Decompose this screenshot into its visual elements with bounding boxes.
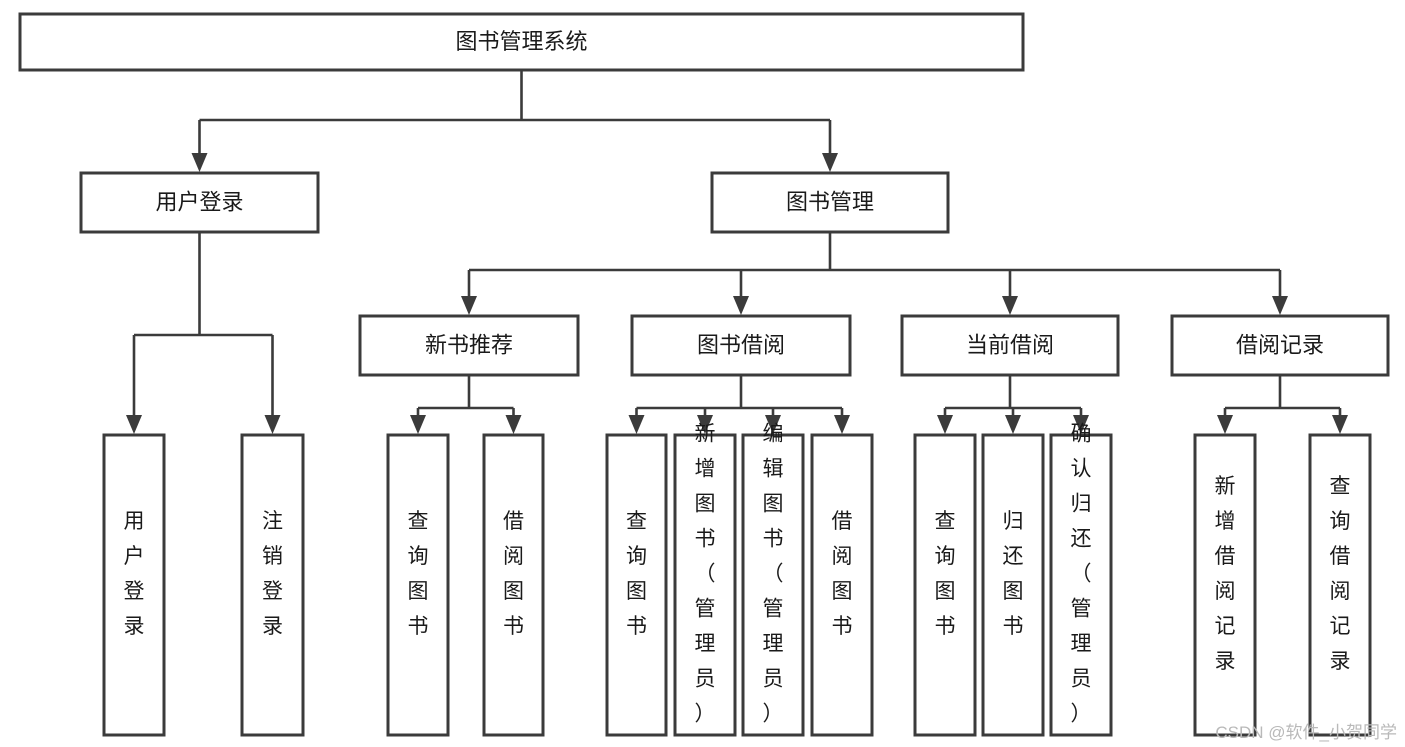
node-leaf_11[interactable]: 新增借阅记录 bbox=[1193, 433, 1257, 737]
node-leaf_9[interactable]: 归还图书 bbox=[981, 433, 1045, 737]
node-leaf_2[interactable]: 查询图书 bbox=[386, 433, 450, 737]
node-box[interactable] bbox=[741, 433, 805, 737]
node-label: 归还图书 bbox=[1003, 510, 1024, 638]
arrow-head-icon bbox=[1002, 296, 1018, 315]
node-leaf_8[interactable]: 查询图书 bbox=[913, 433, 977, 737]
node-label: 查询图书 bbox=[408, 510, 429, 638]
node-layer: 图书管理系统用户登录图书管理新书推荐图书借阅当前借阅借阅记录用户登录注销登录查询… bbox=[18, 12, 1390, 737]
node-label: 新增图书（管理员） bbox=[695, 423, 716, 726]
node-leaf_7[interactable]: 借阅图书 bbox=[810, 433, 874, 737]
node-label: 当前借阅 bbox=[966, 332, 1054, 357]
node-label: 借阅记录 bbox=[1236, 332, 1324, 357]
node-label: 用户登录 bbox=[155, 189, 243, 214]
node-box[interactable] bbox=[358, 314, 580, 377]
node-label: 查询图书 bbox=[935, 510, 956, 638]
node-l2_2[interactable]: 当前借阅 bbox=[900, 314, 1120, 377]
node-box[interactable] bbox=[1170, 314, 1390, 377]
node-box[interactable] bbox=[240, 433, 305, 737]
node-leaf_10[interactable]: 确认归还（管理员） bbox=[1049, 423, 1113, 737]
node-box[interactable] bbox=[981, 433, 1045, 737]
node-root[interactable]: 图书管理系统 bbox=[18, 12, 1025, 72]
node-label: 确认归还（管理员） bbox=[1071, 423, 1092, 726]
watermark-text: CSDN @软件_小贺同学 bbox=[1215, 723, 1397, 742]
arrow-head-icon bbox=[822, 153, 838, 172]
arrow-head-icon bbox=[1272, 296, 1288, 315]
node-box[interactable] bbox=[79, 171, 320, 234]
node-label: 新增借阅记录 bbox=[1215, 475, 1236, 673]
node-box[interactable] bbox=[482, 433, 545, 737]
arrow-head-icon bbox=[628, 415, 645, 434]
arrow-head-icon bbox=[1332, 415, 1348, 434]
node-box[interactable] bbox=[810, 433, 874, 737]
node-box[interactable] bbox=[386, 433, 450, 737]
node-box[interactable] bbox=[18, 12, 1025, 72]
arrow-head-icon bbox=[264, 415, 281, 434]
arrow-head-icon bbox=[937, 415, 953, 434]
arrow-head-icon bbox=[1073, 415, 1089, 434]
node-box[interactable] bbox=[1049, 433, 1113, 737]
node-box[interactable] bbox=[913, 433, 977, 737]
arrow-head-icon bbox=[410, 415, 426, 434]
node-box[interactable] bbox=[1193, 433, 1257, 737]
node-leaf_6[interactable]: 编辑图书（管理员） bbox=[741, 423, 805, 737]
node-leaf_5[interactable]: 新增图书（管理员） bbox=[673, 423, 737, 737]
node-box[interactable] bbox=[102, 433, 166, 737]
node-l2_1[interactable]: 图书借阅 bbox=[630, 314, 852, 377]
arrow-head-icon bbox=[126, 415, 142, 434]
node-label: 查询图书 bbox=[626, 510, 647, 638]
node-box[interactable] bbox=[605, 433, 668, 737]
arrow-head-icon bbox=[191, 153, 208, 172]
node-leaf_1[interactable]: 注销登录 bbox=[240, 433, 305, 737]
node-leaf_0[interactable]: 用户登录 bbox=[102, 433, 166, 737]
arrow-head-icon bbox=[1217, 415, 1233, 434]
node-box[interactable] bbox=[673, 433, 737, 737]
node-leaf_4[interactable]: 查询图书 bbox=[605, 433, 668, 737]
node-label: 图书借阅 bbox=[697, 332, 785, 357]
node-box[interactable] bbox=[630, 314, 852, 377]
node-label: 用户登录 bbox=[124, 510, 145, 638]
arrow-head-icon bbox=[1005, 415, 1021, 434]
node-l1_1[interactable]: 图书管理 bbox=[710, 171, 950, 234]
node-label: 新书推荐 bbox=[425, 332, 513, 357]
node-leaf_3[interactable]: 借阅图书 bbox=[482, 433, 545, 737]
arrow-head-icon bbox=[765, 415, 781, 434]
node-label: 图书管理系统 bbox=[455, 29, 587, 54]
node-box[interactable] bbox=[900, 314, 1120, 377]
arrow-head-icon bbox=[697, 415, 713, 434]
connector-layer bbox=[126, 70, 1348, 434]
arrow-head-icon bbox=[505, 415, 522, 434]
node-label: 借阅图书 bbox=[832, 510, 853, 638]
arrow-head-icon bbox=[733, 296, 749, 315]
node-label: 借阅图书 bbox=[503, 510, 524, 638]
node-label: 编辑图书（管理员） bbox=[763, 423, 784, 726]
node-label: 查询借阅记录 bbox=[1330, 475, 1351, 673]
node-l1_0[interactable]: 用户登录 bbox=[79, 171, 320, 234]
node-label: 图书管理 bbox=[786, 189, 874, 214]
node-leaf_12[interactable]: 查询借阅记录 bbox=[1308, 433, 1372, 737]
arrow-head-icon bbox=[461, 296, 477, 315]
node-box[interactable] bbox=[710, 171, 950, 234]
node-l2_0[interactable]: 新书推荐 bbox=[358, 314, 580, 377]
node-box[interactable] bbox=[1308, 433, 1372, 737]
node-l2_3[interactable]: 借阅记录 bbox=[1170, 314, 1390, 377]
arrow-head-icon bbox=[834, 415, 850, 434]
node-label: 注销登录 bbox=[262, 510, 283, 638]
